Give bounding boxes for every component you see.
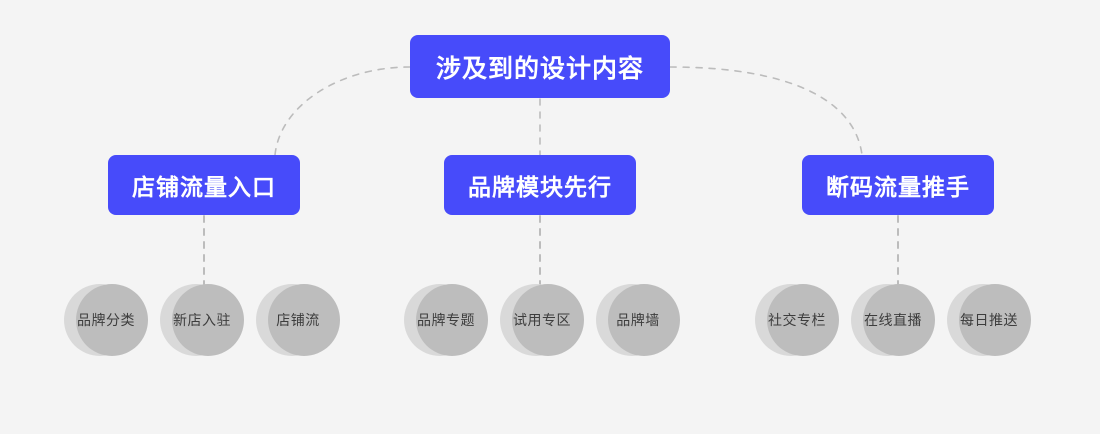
leaf-node-2-0-label: 社交专栏 <box>768 312 826 328</box>
leaf-node-2-2-label: 每日推送 <box>960 312 1018 328</box>
leaf-node-0-0[interactable]: 品牌分类 <box>64 284 148 356</box>
branch-node-2[interactable]: 断码流量推手 <box>802 155 994 215</box>
leaf-node-1-1[interactable]: 试用专区 <box>500 284 584 356</box>
branch-node-1-label: 品牌模块先行 <box>468 174 612 200</box>
leaf-circle-front-icon <box>512 284 584 356</box>
root-node-label: 涉及到的设计内容 <box>435 54 644 83</box>
leaf-node-1-2-label: 品牌墙 <box>616 312 660 328</box>
leaf-node-2-1[interactable]: 在线直播 <box>851 284 935 356</box>
leaf-circle-front-icon <box>172 284 244 356</box>
leaf-node-0-1-label: 新店入驻 <box>173 312 231 328</box>
leaf-circle-front-icon <box>863 284 935 356</box>
leaf-node-2-0[interactable]: 社交专栏 <box>755 284 839 356</box>
leaf-node-1-0[interactable]: 品牌专题 <box>404 284 488 356</box>
leaf-node-1-1-label: 试用专区 <box>513 312 571 328</box>
leaf-circle-front-icon <box>959 284 1031 356</box>
branch-node-2-label: 断码流量推手 <box>826 174 970 200</box>
leaf-node-2-1-label: 在线直播 <box>864 312 922 328</box>
root-node[interactable]: 涉及到的设计内容 <box>410 35 670 98</box>
leaf-node-0-0-label: 品牌分类 <box>77 312 135 328</box>
leaf-node-1-2[interactable]: 品牌墙 <box>596 284 680 356</box>
leaf-circle-front-icon <box>76 284 148 356</box>
branch-node-0-label: 店铺流量入口 <box>132 174 276 200</box>
branch-node-0[interactable]: 店铺流量入口 <box>108 155 300 215</box>
connector-root-to-branch-2 <box>669 66 863 156</box>
leaf-circle-front-icon <box>767 284 839 356</box>
leaf-node-0-1[interactable]: 新店入驻 <box>160 284 244 356</box>
leaf-circle-front-icon <box>268 284 340 356</box>
connector-root-to-branch-0 <box>274 66 411 156</box>
branch-node-1[interactable]: 品牌模块先行 <box>444 155 636 215</box>
leaf-node-1-0-label: 品牌专题 <box>417 312 475 328</box>
leaf-node-2-2[interactable]: 每日推送 <box>947 284 1031 356</box>
leaf-circle-front-icon <box>416 284 488 356</box>
leaf-node-0-2-label: 店铺流 <box>276 312 320 328</box>
leaf-circle-front-icon <box>608 284 680 356</box>
leaf-node-0-2[interactable]: 店铺流 <box>256 284 340 356</box>
